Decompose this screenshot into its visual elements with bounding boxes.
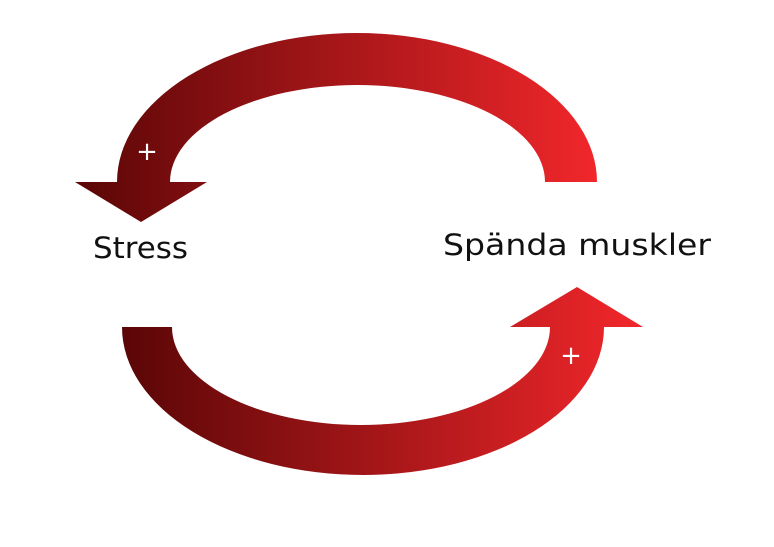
bottom-curved-arrow — [122, 287, 643, 475]
node-label-stress: Stress — [93, 231, 188, 265]
top-curved-arrow — [75, 33, 597, 222]
top-arrow-plus-sign: + — [136, 137, 158, 167]
node-label-muscles: Spända muskler — [443, 228, 711, 262]
bottom-arrow-plus-sign: + — [560, 341, 582, 371]
